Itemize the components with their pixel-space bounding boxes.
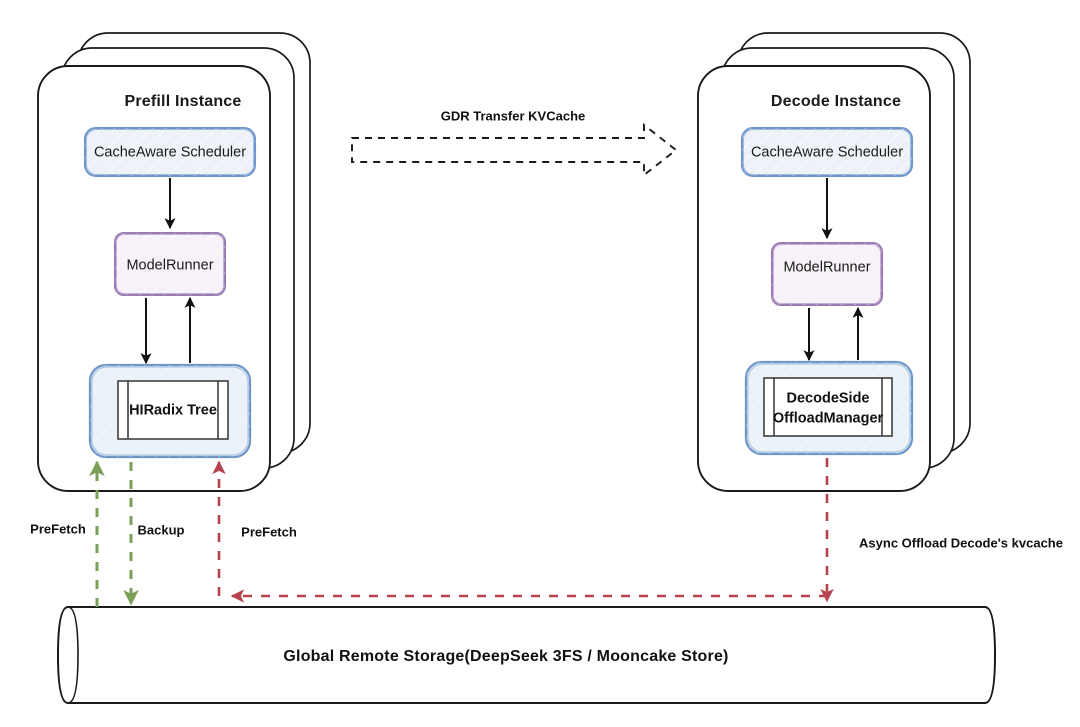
prefill-scheduler-label: CacheAware Scheduler <box>93 144 247 161</box>
decode-modelrunner-node[interactable] <box>770 241 884 307</box>
prefetch-red-label: PreFetch <box>241 524 297 540</box>
gdr-transfer-block-arrow <box>351 123 678 177</box>
prefill-hiradix-label: HIRadix Tree <box>129 402 217 419</box>
decode-offload-label-line1: DecodeSide <box>786 390 870 407</box>
decode-modelrunner-label: ModelRunner <box>783 259 871 276</box>
global-remote-storage-shape[interactable] <box>56 606 997 704</box>
global-remote-storage-label: Global Remote Storage(DeepSeek 3FS / Moo… <box>283 647 729 665</box>
backup-label: Backup <box>137 522 185 538</box>
gdr-transfer-label: GDR Transfer KVCache <box>440 108 586 124</box>
prefill-instance-title: Prefill Instance <box>124 92 242 110</box>
decode-offload-inner-shape <box>763 377 893 437</box>
decode-offload-manager-node[interactable] <box>744 360 914 456</box>
prefill-modelrunner-label: ModelRunner <box>126 257 214 274</box>
prefill-hiradix-tree-node[interactable] <box>88 363 252 459</box>
prefill-modelrunner-node[interactable] <box>113 231 227 297</box>
prefill-hiradix-inner-shape <box>117 380 229 440</box>
decode-scheduler-label: CacheAware Scheduler <box>750 144 904 161</box>
decode-offload-label-line2: OffloadManager <box>772 410 884 427</box>
decode-cacheaware-scheduler-node[interactable] <box>740 126 914 178</box>
async-offload-label: Async Offload Decode's kvcache <box>859 535 1063 551</box>
prefill-cacheaware-scheduler-node[interactable] <box>83 126 257 178</box>
prefetch-green-label: PreFetch <box>30 521 86 537</box>
decode-instance-title: Decode Instance <box>770 92 902 110</box>
